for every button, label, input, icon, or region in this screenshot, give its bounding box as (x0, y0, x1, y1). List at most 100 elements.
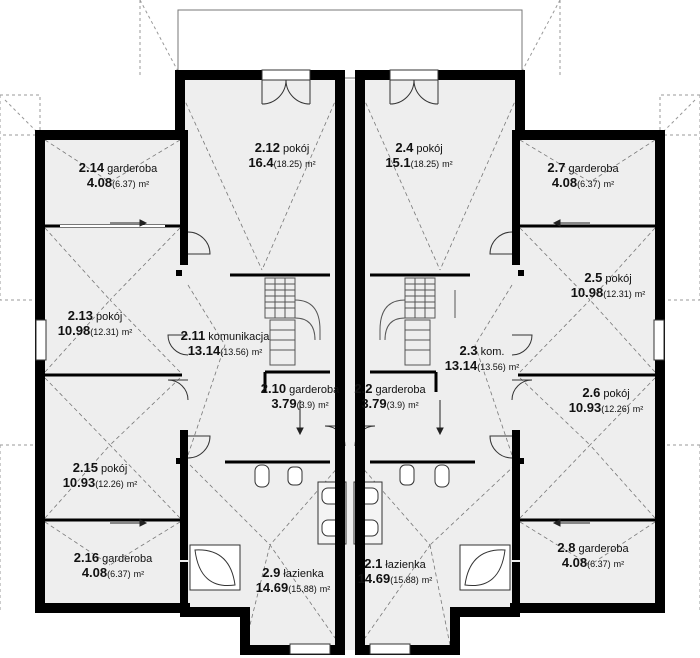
room-name: garderoba (102, 553, 153, 565)
room-area-unit: m² (422, 575, 433, 585)
room-area-net: 13.14 (445, 358, 478, 373)
interior-walls (45, 224, 655, 522)
room-area: 10.93(12.26)m² (569, 400, 644, 415)
room-area-net: 10.93 (63, 475, 96, 490)
room-area-unit: m² (604, 179, 615, 189)
room-area-unit: m² (614, 559, 625, 569)
room-area-net: 10.98 (58, 323, 91, 338)
room-area: 4.08(6.37)m² (562, 555, 624, 570)
room-name: pokój (101, 463, 127, 475)
room-area-unit: m² (252, 347, 263, 357)
room-area: 13.14(13.56)m² (445, 358, 520, 373)
room-area: 14.69(15.88)m² (256, 580, 331, 595)
room-area-net: 14.69 (256, 580, 289, 595)
room-area-gross: (6.37) (112, 179, 136, 189)
room-area-gross: (18.25) (274, 159, 303, 169)
room-area-unit: m² (318, 400, 329, 410)
room-area: 14.69(15.88)m² (358, 571, 433, 586)
room-diagonals (44, 89, 656, 646)
room-name: pokój (96, 311, 122, 323)
room-area-unit: m² (408, 400, 419, 410)
room-area-gross: (15.88) (288, 584, 317, 594)
room-name: garderoba (289, 384, 340, 396)
room-name: łazienka (385, 559, 426, 571)
room-area: 4.08(6.37)m² (552, 175, 614, 190)
room-number: 2.4 (395, 140, 414, 155)
room-area-unit: m² (633, 404, 644, 414)
terrace (177, 9, 523, 79)
room-number: 2.10 (261, 381, 286, 396)
room-area-gross: (6.37) (587, 559, 611, 569)
room-area-gross: (15.88) (390, 575, 419, 585)
room-area-gross: (3.9) (297, 400, 316, 410)
room-area-net: 3.79 (361, 396, 386, 411)
room-area-gross: (6.37) (107, 569, 131, 579)
room-name: pokój (416, 143, 442, 155)
room-name: pokój (605, 273, 631, 285)
room-number: 2.5 (584, 270, 602, 285)
room-number: 2.12 (255, 140, 280, 155)
room-area-gross: (12.26) (601, 404, 630, 414)
room-area-gross: (13.56) (477, 362, 506, 372)
room-area-unit: m² (320, 584, 331, 594)
room-number: 2.9 (262, 565, 280, 580)
room-area-net: 4.08 (87, 175, 112, 190)
room-number: 2.11 (181, 328, 206, 343)
room-number: 2.7 (547, 160, 565, 175)
room-area: 16.4(18.25)m² (248, 155, 315, 170)
room-number: 2.2 (354, 381, 372, 396)
room-name: garderoba (375, 384, 426, 396)
room-area: 15.1(18.25)m² (385, 155, 452, 170)
room-area-net: 16.4 (248, 155, 274, 170)
room-area-unit: m² (127, 479, 138, 489)
stairs-right (379, 277, 456, 366)
room-area: 3.79(3.9)m² (271, 396, 328, 411)
floor-area (40, 80, 660, 650)
room-area-unit: m² (635, 289, 646, 299)
room-area-gross: (6.37) (577, 179, 601, 189)
room-area-net: 3.79 (271, 396, 296, 411)
room-area-unit: m² (442, 159, 453, 169)
room-name: pokój (603, 388, 629, 400)
room-area: 3.79(3.9)m² (361, 396, 418, 411)
room-name: garderoba (568, 163, 619, 175)
room-area-net: 15.1 (385, 155, 410, 170)
room-area-net: 10.98 (571, 285, 604, 300)
room-number: 2.1 (364, 556, 382, 571)
room-area: 10.98(12.31)m² (571, 285, 646, 300)
stairs-left (264, 277, 321, 366)
room-name: komunikacja (208, 331, 270, 343)
room-name: garderoba (578, 543, 629, 555)
room-area-gross: (12.31) (603, 289, 632, 299)
room-number: 2.3 (460, 343, 478, 358)
room-area-gross: (13.56) (220, 347, 249, 357)
windows (35, 69, 665, 655)
